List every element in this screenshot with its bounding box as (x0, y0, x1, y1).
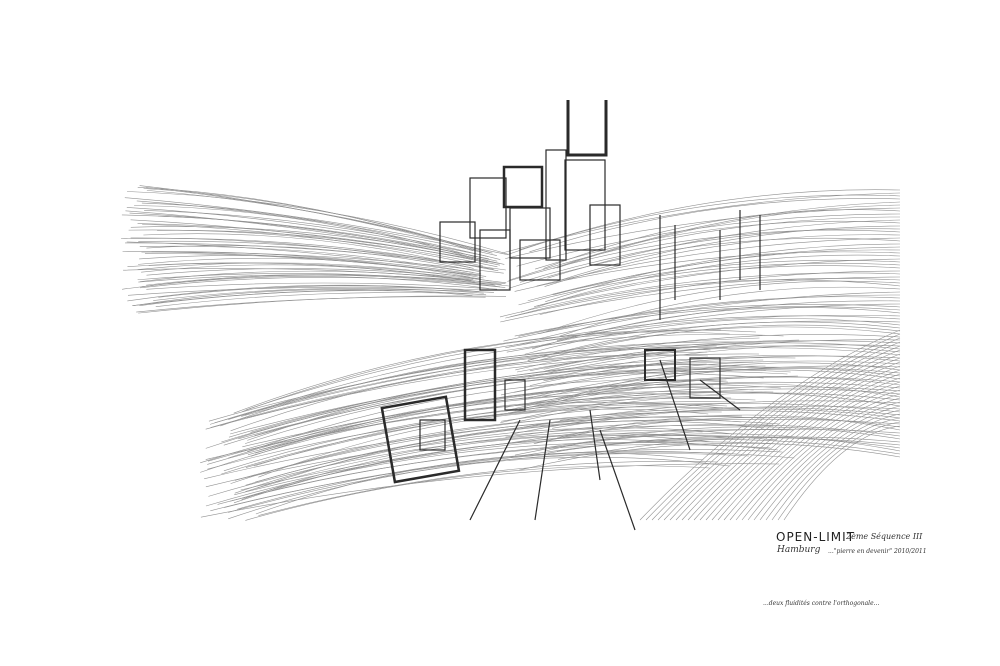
artist-signature: Hamburg (777, 545, 821, 555)
artwork-subtitle: ..."pierre en devenir" 2010/2011 (828, 548, 927, 555)
hatched-landscape (120, 185, 901, 521)
artwork-sequence: 2ème Séquence III (846, 532, 923, 541)
artwork-title: OPEN-LIMIT (776, 530, 856, 544)
orthogonal-structures (380, 100, 761, 531)
artwork-caption: ...deux fluidités contre l'orthogonale..… (763, 600, 880, 607)
